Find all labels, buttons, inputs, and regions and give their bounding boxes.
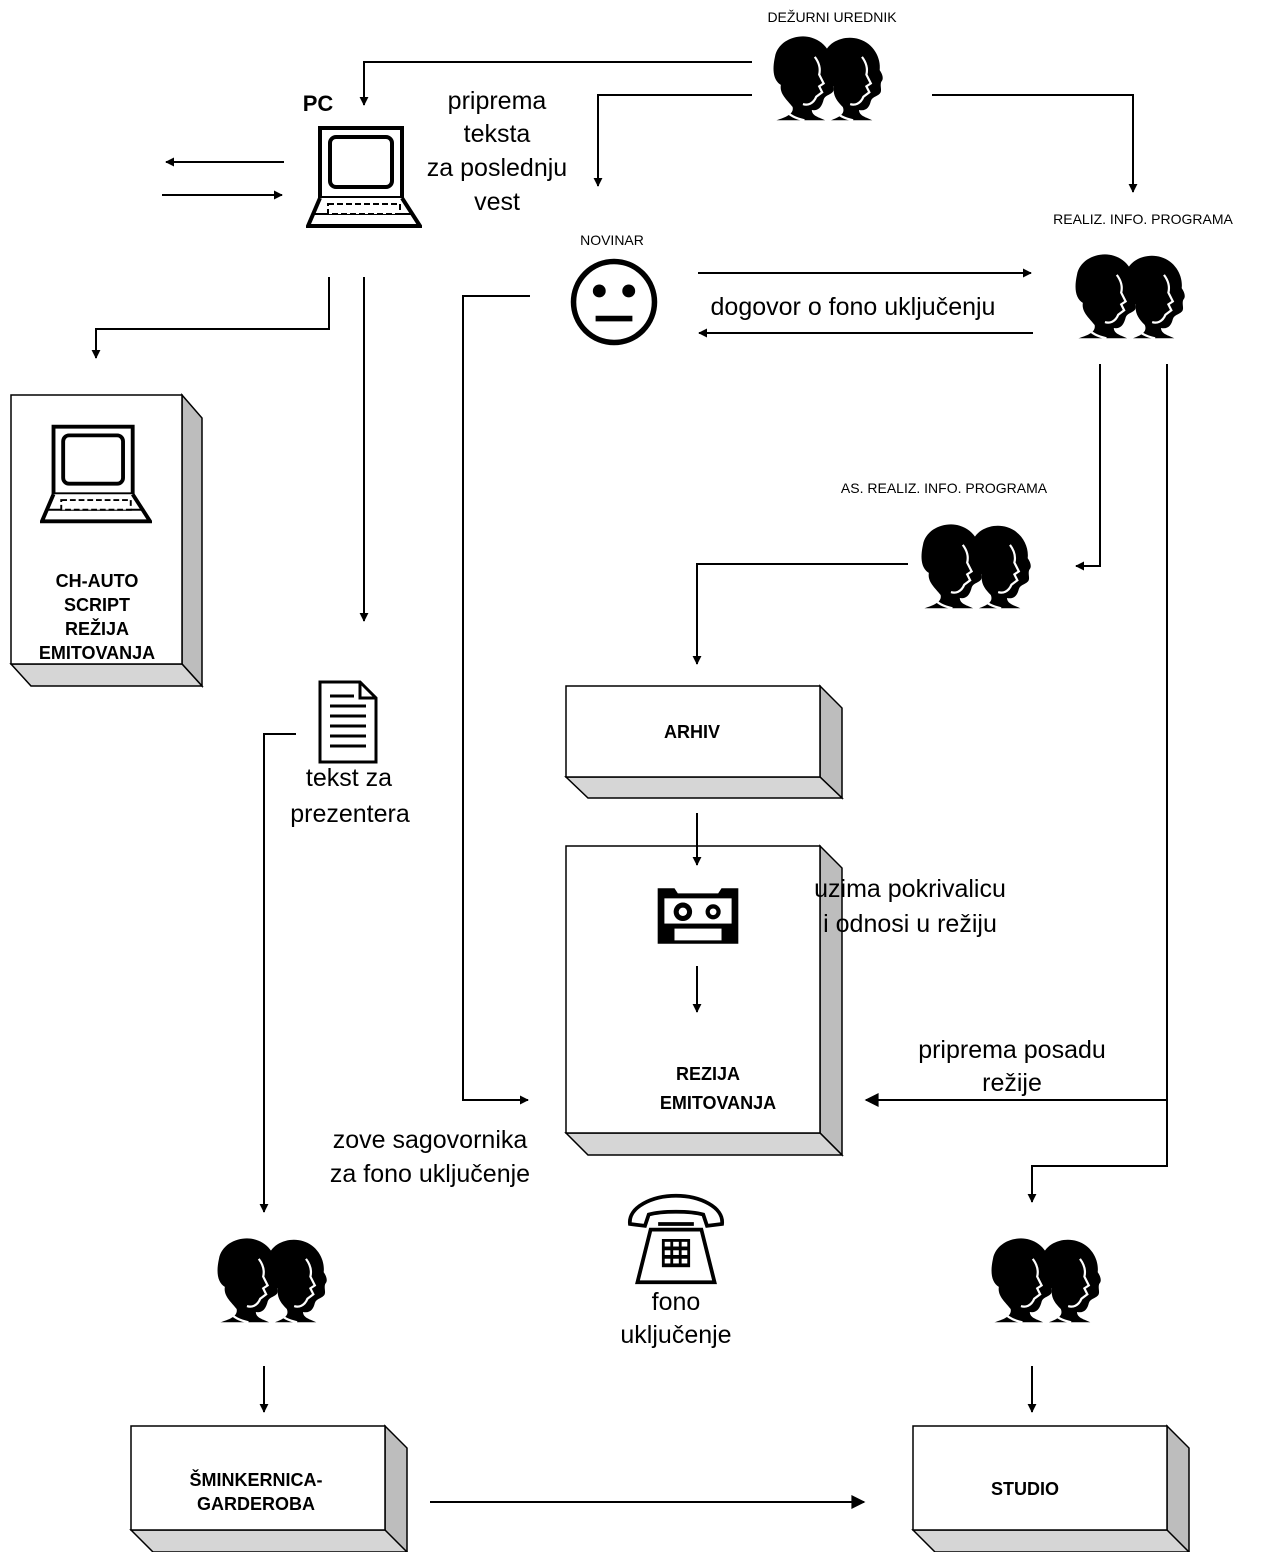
svg-text:i odnosi u režiju: i odnosi u režiju xyxy=(823,910,997,938)
box-label-sminkernica-garderoba: ŠMINKERNICA- GARDEROBA xyxy=(190,1469,323,1514)
annotation-priprema-posadu: priprema posadu režije xyxy=(918,1036,1106,1097)
svg-text:za poslednju: za poslednju xyxy=(427,154,567,182)
people-icon-studio xyxy=(990,1236,1103,1324)
arrow-novinar-to-rezija xyxy=(462,295,530,1105)
neutral-face-icon xyxy=(574,262,655,343)
cassette-tape-icon xyxy=(657,888,739,944)
telephone-icon xyxy=(627,1193,725,1285)
svg-text:GARDEROBA: GARDEROBA xyxy=(197,1494,315,1514)
box-label-rezija-emitovanja: REZIJA EMITOVANJA xyxy=(660,1064,776,1113)
svg-text:zove sagovornika: zove sagovornika xyxy=(333,1126,528,1154)
svg-text:tekst za: tekst za xyxy=(306,764,392,792)
annotation-priprema-teksta: priprema teksta za poslednju vest xyxy=(427,87,567,216)
svg-text:prezentera: prezentera xyxy=(290,800,410,828)
box-label-studio: STUDIO xyxy=(991,1479,1059,1499)
svg-text:priprema: priprema xyxy=(448,87,547,115)
svg-text:REŽIJA: REŽIJA xyxy=(65,618,129,639)
svg-text:REZIJA: REZIJA xyxy=(676,1064,740,1084)
arrow-urednik-to-realiz xyxy=(932,94,1138,193)
box-arhiv xyxy=(564,684,844,800)
svg-text:fono: fono xyxy=(652,1288,701,1316)
arrow-urednik-to-pc xyxy=(359,61,752,106)
svg-text:CH-AUTO: CH-AUTO xyxy=(56,571,139,591)
svg-text:ŠMINKERNICA-: ŠMINKERNICA- xyxy=(190,1469,323,1490)
arrow-realiz-to-studio xyxy=(1027,364,1168,1203)
label-as-realiz-info-programa: AS. REALIZ. INFO. PROGRAMA xyxy=(841,480,1048,496)
document-icon xyxy=(318,680,378,764)
svg-text:teksta: teksta xyxy=(464,120,531,148)
people-icon-as-realiz-info-programa xyxy=(920,522,1033,610)
label-realiz-info-programa: REALIZ. INFO. PROGRAMA xyxy=(1053,211,1233,227)
svg-text:priprema posadu: priprema posadu xyxy=(918,1036,1106,1064)
svg-text:vest: vest xyxy=(474,188,520,216)
label-novinar: NOVINAR xyxy=(580,232,644,248)
arrow-document-to-presenter xyxy=(259,733,296,1213)
annotation-zove-sagovornika: zove sagovornika za fono uključenje xyxy=(330,1126,530,1188)
svg-text:EMITOVANJA: EMITOVANJA xyxy=(39,643,155,663)
annotation-dogovor: dogovor o fono uključenju xyxy=(711,293,996,321)
people-icon-presenter xyxy=(216,1236,329,1324)
box-label-arhiv: ARHIV xyxy=(664,722,720,742)
box-label-ch-auto: CH-AUTO SCRIPT REŽIJA EMITOVANJA xyxy=(39,571,155,663)
annotation-fono-ukljucenje: fono uključenje xyxy=(620,1288,731,1349)
box-studio xyxy=(911,1424,1191,1552)
svg-text:za fono uključenje: za fono uključenje xyxy=(330,1160,530,1188)
box-sminkernica-garderoba xyxy=(129,1424,409,1552)
people-icon-realiz-info-programa xyxy=(1074,252,1187,340)
arrow-urednik-to-novinar xyxy=(593,94,752,187)
svg-text:EMITOVANJA: EMITOVANJA xyxy=(660,1093,776,1113)
svg-text:uključenje: uključenje xyxy=(620,1321,731,1349)
arrow-realiz-to-as-realiz xyxy=(1075,364,1101,571)
arrow-pc-to-ch-auto xyxy=(91,277,330,359)
arrow-as-realiz-to-arhiv xyxy=(692,563,908,665)
annotation-tekst-za-prezentera: tekst za prezentera xyxy=(290,764,410,828)
people-icon-dezurni-urednik xyxy=(772,34,885,122)
annotation-uzima-pokrivalicu: uzima pokrivalicu i odnosi u režiju xyxy=(814,875,1006,938)
svg-text:uzima pokrivalicu: uzima pokrivalicu xyxy=(814,875,1006,903)
label-dezurni-urednik: DEŽURNI UREDNIK xyxy=(767,9,897,25)
label-pc: PC xyxy=(303,91,334,116)
computer-icon-pc xyxy=(306,126,422,228)
svg-text:SCRIPT: SCRIPT xyxy=(64,595,130,615)
computer-icon-ch-auto xyxy=(40,424,152,524)
svg-text:režije: režije xyxy=(982,1069,1042,1097)
connectors xyxy=(91,61,1168,1509)
